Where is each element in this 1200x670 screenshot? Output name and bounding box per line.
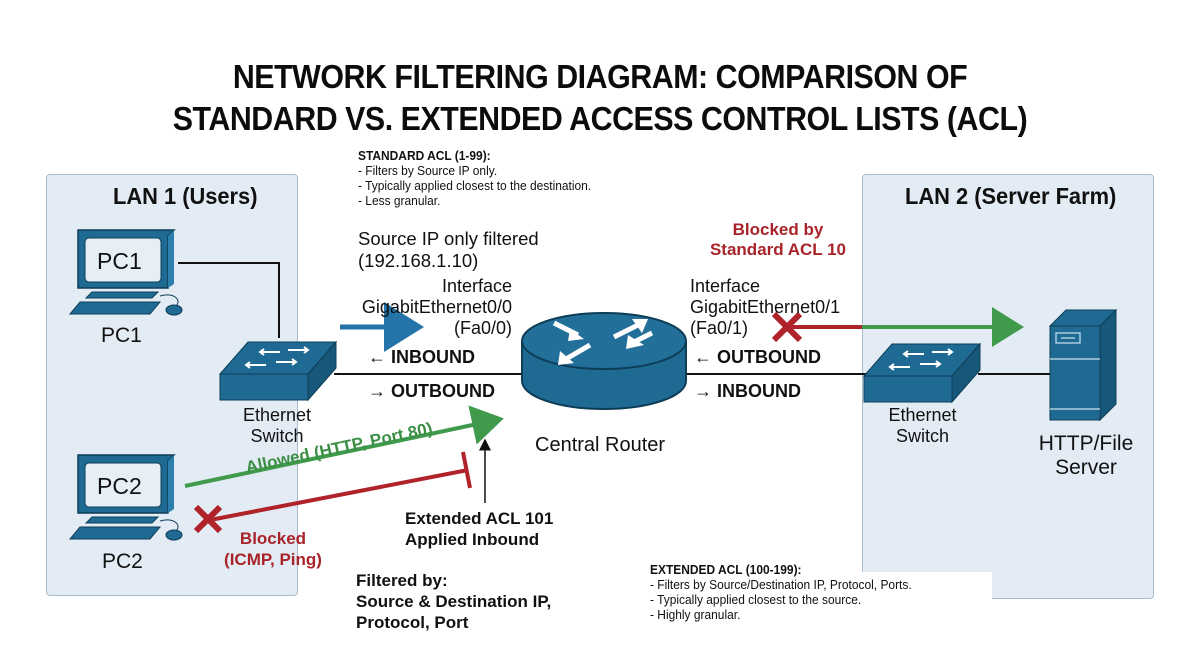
blocked-icmp-line-1: Blocked <box>239 529 307 548</box>
interface-left-outbound: → OUTBOUND <box>368 381 495 401</box>
filtered-by-line-3: Protocol, Port <box>356 613 469 632</box>
blocked-x-icon-extended <box>193 504 223 534</box>
pc1-screen-label: PC1 <box>97 248 142 274</box>
source-ip-note-line-2: (192.168.1.10) <box>358 250 479 271</box>
interface-left-line-3: (Fa0/0) <box>453 318 512 338</box>
extended-acl-bullet: - Filters by Source/Destination IP, Prot… <box>650 577 912 592</box>
pc2-computer-icon <box>68 454 183 541</box>
diagram-title-line-1: NETWORK FILTERING DIAGRAM: COMPARISON OF <box>232 58 968 95</box>
interface-right-line-2: GigabitEthernet0/1 <box>690 297 841 317</box>
router-label: Central Router <box>535 434 666 456</box>
blocked-icmp-tee-end <box>461 451 472 489</box>
server-label-line-2: Server <box>1055 456 1117 479</box>
pc1-computer-icon <box>68 229 183 316</box>
standard-acl-bullet: - Less granular. <box>358 193 441 208</box>
filtered-by-line-2: Source & Destination IP, <box>356 592 552 611</box>
blocked-icmp-line-2: (ICMP, Ping) <box>224 550 322 569</box>
server-label: HTTP/File Server <box>1036 432 1136 480</box>
lan1-switch-label-line-1: Ethernet <box>242 405 312 425</box>
standard-acl-bullet: - Filters by Source IP only. <box>358 163 498 178</box>
pc2-screen-label: PC2 <box>97 473 142 499</box>
blocked-standard-line-2: Standard ACL 10 <box>709 240 847 259</box>
extended-acl-bullet: - Highly granular. <box>650 607 741 622</box>
interface-left-label: Interface GigabitEthernet0/0 (Fa0/0) <box>340 276 512 339</box>
blocked-icmp-line <box>209 468 469 522</box>
interface-left-inbound: ← INBOUND <box>368 347 475 367</box>
http-file-server-icon <box>1048 308 1118 422</box>
allowed-http-arrow <box>184 405 504 488</box>
pc1-label: PC1 <box>101 324 142 347</box>
standard-acl-bullet: - Typically applied closest to the desti… <box>358 178 592 193</box>
extended-acl-applied-label: Extended ACL 101 Applied Inbound <box>405 508 553 550</box>
filtered-by-line-1: Filtered by: <box>356 571 448 590</box>
blocked-icmp-label: Blocked (ICMP, Ping) <box>218 528 328 570</box>
interface-right-label: Interface GigabitEthernet0/1 (Fa0/1) <box>690 276 840 339</box>
lan2-title: LAN 2 (Server Farm) <box>905 183 1117 209</box>
server-label-line-1: HTTP/File <box>1038 432 1134 455</box>
source-ip-note: Source IP only filtered (192.168.1.10) <box>358 228 539 272</box>
blocked-standard-line-1: Blocked by <box>732 220 824 239</box>
interface-left-line-2: GigabitEthernet0/0 <box>361 297 512 317</box>
blocked-x-icon-standard <box>771 311 803 343</box>
standard-acl-info: STANDARD ACL (1-99): - Filters by Source… <box>358 148 591 208</box>
interface-right-line-3: (Fa0/1) <box>690 318 749 338</box>
pc2-label: PC2 <box>102 550 143 573</box>
lan2-switch-label-line-1: Ethernet <box>888 405 957 425</box>
interface-right-inbound: → INBOUND <box>694 381 801 401</box>
extended-acl-bullet: - Typically applied closest to the sourc… <box>650 592 862 607</box>
lan1-title: LAN 1 (Users) <box>113 183 258 209</box>
extended-applied-line-2: Applied Inbound <box>405 530 540 549</box>
source-ip-note-line-1: Source IP only filtered <box>358 228 539 249</box>
extended-acl-info: EXTENDED ACL (100-199): - Filters by Sou… <box>650 562 912 622</box>
lan2-switch-icon <box>862 342 982 404</box>
filtered-by-label: Filtered by: Source & Destination IP, Pr… <box>356 570 551 633</box>
lan2-switch-label-line-2: Switch <box>895 426 949 446</box>
extended-applied-line-1: Extended ACL 101 <box>405 509 554 528</box>
standard-acl-heading: STANDARD ACL (1-99): <box>358 148 491 163</box>
lan1-switch-label-line-2: Switch <box>250 426 304 446</box>
lan1-switch-label: Ethernet Switch <box>242 405 312 447</box>
interface-right-outbound: ← OUTBOUND <box>694 347 821 367</box>
interface-left-line-1: Interface <box>441 276 512 296</box>
blocked-by-standard-acl: Blocked by Standard ACL 10 <box>703 220 853 260</box>
extended-acl-text-backing <box>862 572 992 602</box>
extended-acl-heading: EXTENDED ACL (100-199): <box>650 562 802 577</box>
lan2-switch-label: Ethernet Switch <box>885 405 960 447</box>
lan1-switch-icon <box>218 340 338 402</box>
central-router-icon <box>521 312 687 410</box>
cable-pc1-switch <box>178 262 280 338</box>
diagram-title-line-2: STANDARD VS. EXTENDED ACCESS CONTROL LIS… <box>172 100 1028 137</box>
interface-right-line-1: Interface <box>690 276 761 296</box>
